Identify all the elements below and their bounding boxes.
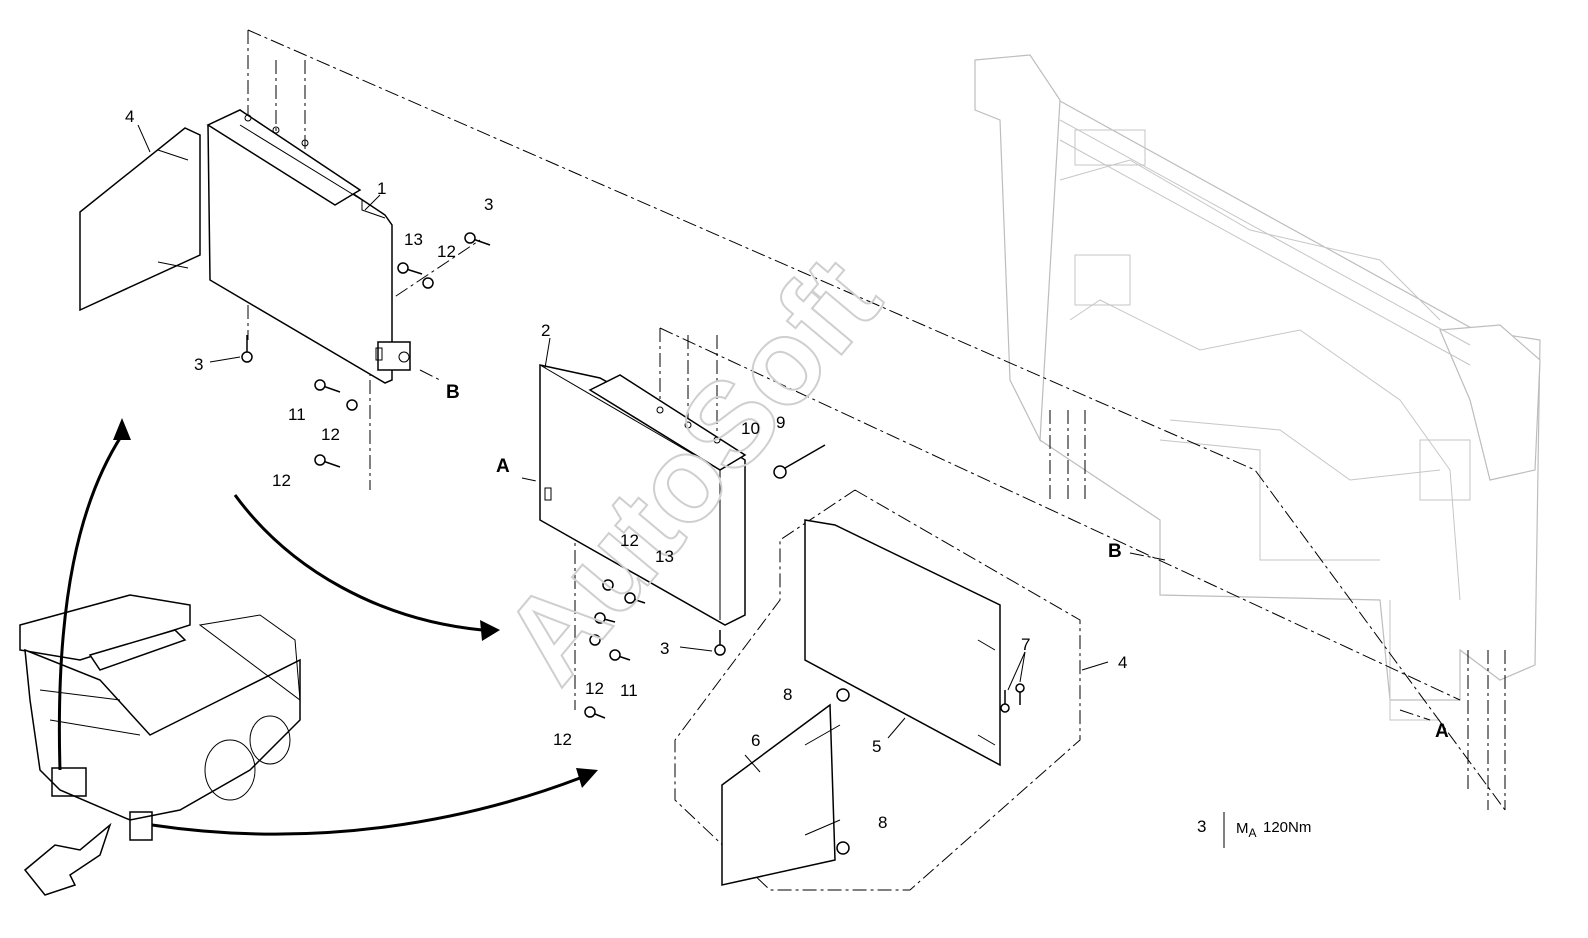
leader-lines xyxy=(137,124,1109,773)
torque-value: 120Nm xyxy=(1263,819,1311,836)
callout-6: 6 xyxy=(751,731,760,750)
callout-13: 13 xyxy=(655,547,674,566)
ref-letter-b: B xyxy=(446,382,460,403)
callout-11: 11 xyxy=(288,405,306,424)
callout-7: 7 xyxy=(1021,635,1030,654)
callout-8: 8 xyxy=(783,685,792,704)
callout-9: 9 xyxy=(776,413,785,432)
callout-12: 12 xyxy=(585,679,604,698)
torque-subscript: A xyxy=(1249,826,1257,840)
callout-2: 2 xyxy=(541,321,550,340)
callout-12: 12 xyxy=(272,471,291,490)
svg-text:MA: MA xyxy=(1236,820,1257,840)
fasteners xyxy=(241,232,1025,855)
callout-4: 4 xyxy=(1118,653,1127,672)
callout-1: 1 xyxy=(377,179,386,198)
part-1-bracket-box xyxy=(206,109,411,384)
ref-letter-a: A xyxy=(496,456,510,477)
callout-12: 12 xyxy=(437,242,456,261)
callout-11: 11 xyxy=(620,681,638,700)
ref-letter-b: B xyxy=(1108,541,1122,562)
callout-12: 12 xyxy=(553,730,572,749)
torque-note: 3 MA 120Nm xyxy=(1197,812,1311,848)
part-2-bracket-box xyxy=(539,364,747,626)
callout-3: 3 xyxy=(484,195,493,214)
machine-frame-drawing xyxy=(974,54,1541,721)
callout-12: 12 xyxy=(620,531,639,550)
callout-8: 8 xyxy=(878,813,887,832)
torque-symbol: M xyxy=(1236,820,1249,837)
callout-4: 4 xyxy=(125,107,134,126)
callout-12: 12 xyxy=(321,425,340,444)
callout-3: 3 xyxy=(660,639,669,658)
part-4-cover-plate-top xyxy=(79,127,201,312)
callout-5: 5 xyxy=(872,737,881,756)
part-5-plate xyxy=(804,519,1001,767)
direction-arrows xyxy=(57,418,598,836)
callout-13: 13 xyxy=(404,230,423,249)
part-6-cover-plate xyxy=(721,703,841,886)
ref-letter-a: A xyxy=(1435,721,1449,742)
callout-3: 3 xyxy=(194,355,203,374)
callout-10: 10 xyxy=(741,419,760,438)
torque-item-number: 3 xyxy=(1197,817,1206,836)
